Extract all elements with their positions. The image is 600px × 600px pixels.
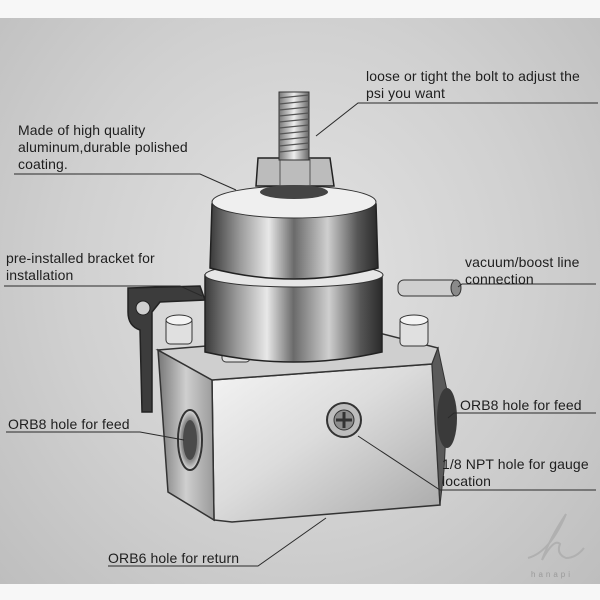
adjust-nut — [255, 157, 335, 187]
callout-orb8-right: ORB8 hole for feed — [460, 397, 582, 413]
callout-npt: 1/8 NPT hole for gauge location — [442, 456, 589, 489]
top-border — [0, 0, 600, 18]
bottom-border — [0, 584, 600, 600]
callout-bracket: pre-installed bracket for installation — [6, 250, 155, 283]
vacuum-nipple — [397, 279, 462, 297]
callout-bolt: loose or tight the bolt to adjust the ps… — [366, 68, 580, 101]
callout-orb8-left: ORB8 hole for feed — [8, 416, 130, 432]
callout-vacuum: vacuum/boost line connection — [465, 254, 580, 287]
leader-lines — [4, 102, 598, 567]
callout-orb6: ORB6 hole for return — [108, 550, 240, 566]
callout-coating: Made of high quality aluminum,durable po… — [18, 122, 188, 172]
hanapi-logo — [527, 513, 585, 561]
mounting-bracket — [127, 285, 207, 413]
watermark-text: hanapi — [531, 570, 574, 579]
base-block-front — [211, 363, 441, 523]
lower-housing — [204, 274, 383, 363]
